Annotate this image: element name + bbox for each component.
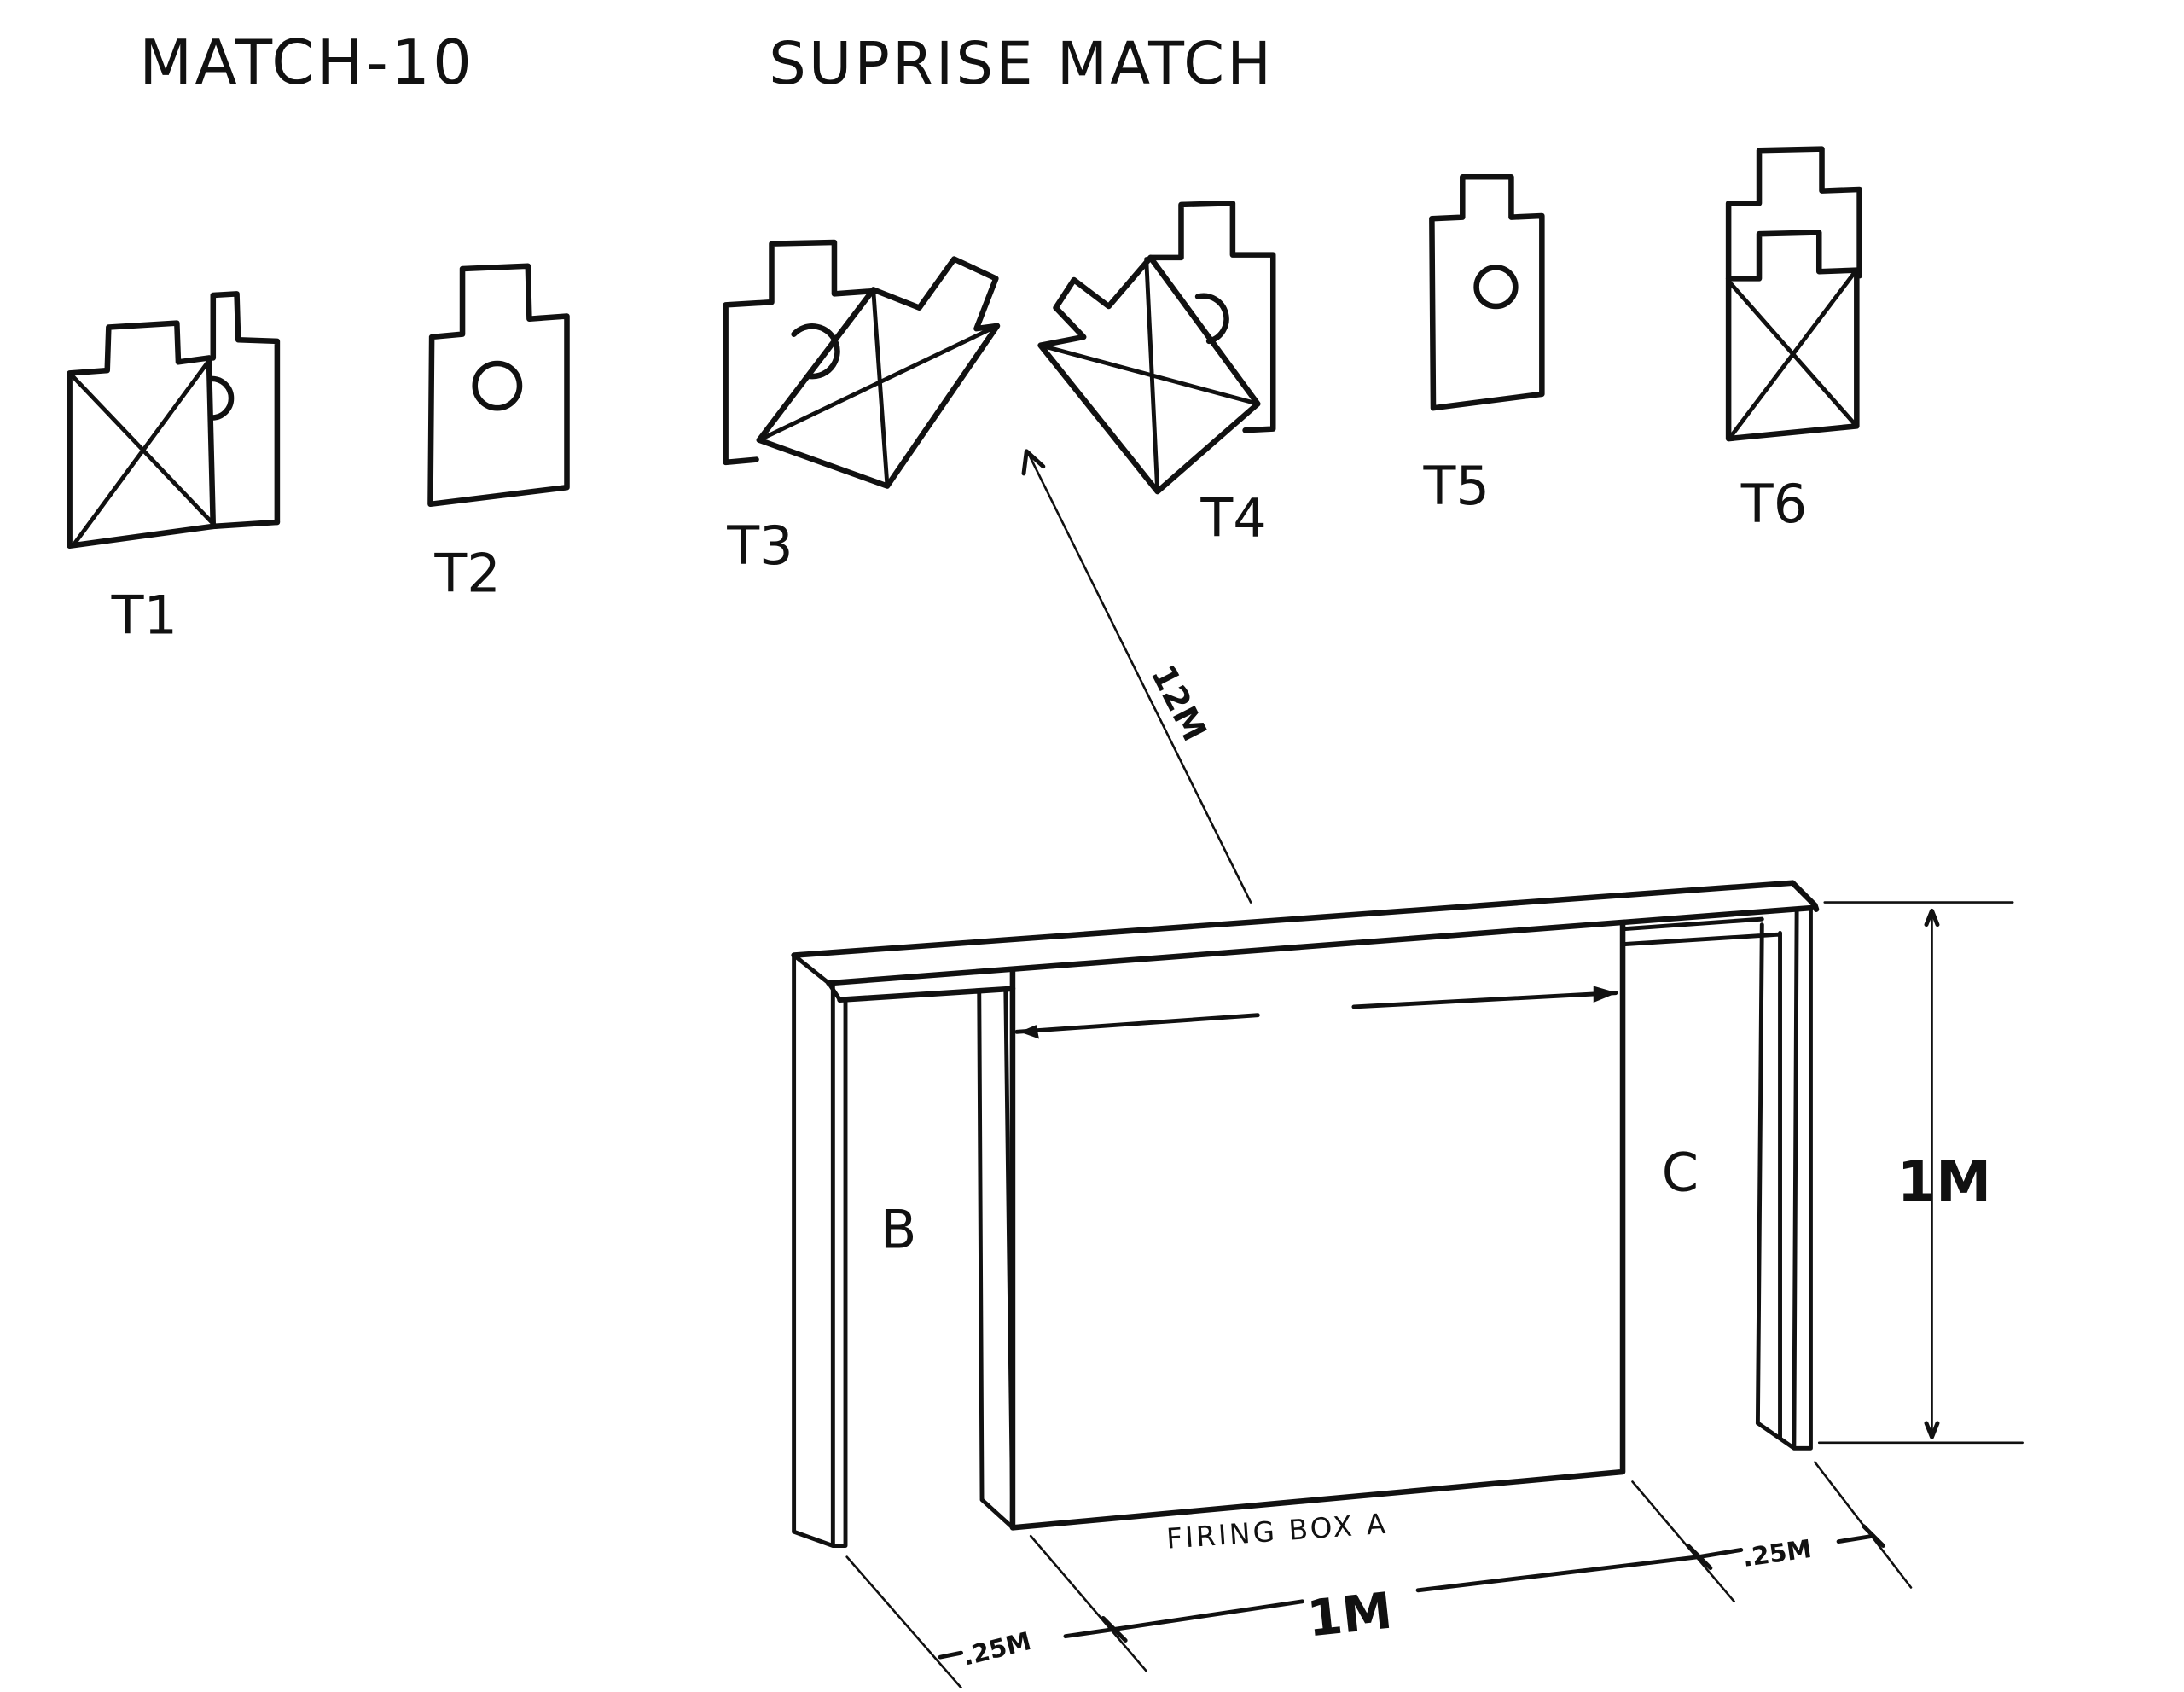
frame-right-post [1755,907,1813,1451]
t1-label: T1 [111,584,177,647]
distance-label: 12M [1143,659,1214,747]
t6-shoot-target-outline [1725,146,1862,282]
distance-arrow-line [1026,451,1252,904]
firing-frame: B C [791,880,1820,1548]
arrowhead-right-icon [1593,986,1618,1003]
t1-noshoot-panel [67,320,217,549]
t4-noshoot-x [1038,257,1260,494]
target-t1: T1 [67,291,281,647]
target-t5: T5 [1423,174,1545,517]
t5-head-circle [1473,265,1519,310]
dim-line-left-gap [938,1627,1117,1660]
right-gap-label: .25M [1740,1534,1813,1573]
width-label: 1M [1304,1581,1395,1648]
extension-line-1 [845,1555,962,1689]
t5-label: T5 [1423,455,1490,517]
t3-shoot-target-outline [723,239,876,466]
t2-label: T2 [433,543,500,605]
t3-label: T3 [726,515,793,577]
t4-head-circle-partial [1194,293,1229,345]
t1-head-circle-partial [208,375,235,421]
t1-base-line [210,519,281,530]
target-t2: T2 [427,263,570,605]
distance-arrowhead-icon [1021,449,1046,476]
t1-noshoot-x [70,358,214,547]
t2-head-circle [472,360,523,411]
t6-noshoot-x [1728,269,1858,439]
firing-box-panel [1009,920,1626,1531]
frame-left-inner-post [977,986,1015,1530]
height-label: 1M [1897,1149,1991,1214]
position-b-label: B [880,1198,917,1260]
frame-top-beam-endcaps [792,881,1817,1003]
frame-right-inner-post [1623,916,1782,1439]
t4-noshoot-panel-tilted [1037,254,1261,495]
height-dimension: 1M [1817,901,2024,1445]
target-t3: T3 [723,239,1001,577]
t3-noshoot-x [757,288,1000,489]
arrowhead-left-icon [1019,1025,1039,1039]
t4-label: T4 [1199,486,1266,549]
t1-shoot-target-outline [210,291,281,526]
position-c-label: C [1662,1141,1699,1203]
t5-shoot-target-outline [1429,174,1545,411]
t6-noshoot-panel [1725,230,1860,442]
dim-line-right-gap [1697,1533,1876,1560]
height-arrow-top-icon [1924,908,1940,927]
extension-line-3 [1631,1480,1735,1603]
frame-left-post [792,953,848,1548]
match-number-title: MATCH-10 [139,26,474,98]
t4-shoot-target-outline [1147,201,1276,433]
t3-noshoot-panel-tilted [756,256,1001,489]
t6-label: T6 [1740,473,1807,535]
target-t4: T4 [1037,201,1276,549]
dim-line-1m [1112,1555,1702,1631]
t2-shoot-target-outline [427,263,570,508]
left-gap-label: .25M [960,1626,1034,1672]
tick-marks-icon [1101,1524,1885,1643]
opening-width-arrow-right [1351,991,1618,1009]
height-arrow-bottom-icon [1924,1421,1940,1439]
firing-box-label: FIRING BOX A [1165,1508,1389,1555]
opening-width-arrow-left [1014,1013,1260,1034]
target-t6: T6 [1725,146,1862,535]
match-name-title: SUPRISE MATCH [769,30,1274,98]
extension-line-2 [1029,1534,1147,1672]
